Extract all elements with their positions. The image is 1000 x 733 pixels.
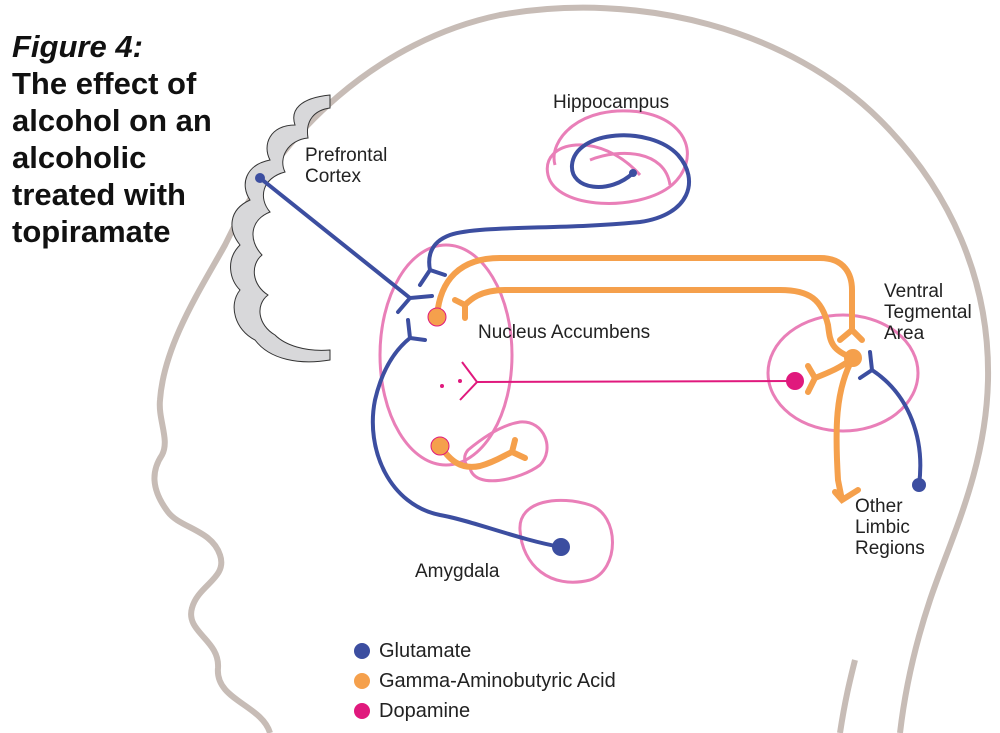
label-line: Ventral: [884, 281, 944, 302]
legend-label: Gamma-Aminobutyric Acid: [379, 669, 616, 692]
glutamate-swatch-icon: [354, 643, 370, 659]
title-line: treated with: [12, 177, 186, 212]
label-line: Tegmental: [884, 302, 972, 323]
label-amygdala: Amygdala: [415, 561, 500, 582]
label-other-limbic-regions: Other Limbic Regions: [855, 496, 925, 559]
legend-item-dopamine: Dopamine: [354, 696, 616, 726]
glutamate-dot: [629, 169, 637, 177]
nucleus-accumbens-region: [378, 243, 514, 467]
head-back-line: [837, 659, 858, 733]
title-line: topiramate: [12, 214, 171, 249]
gaba-cell: [430, 436, 450, 456]
label-hippocampus: Hippocampus: [553, 92, 670, 113]
figure-title: Figure 4: The effect of alcohol on an al…: [12, 28, 212, 250]
dopamine-dot: [458, 379, 462, 383]
amygdala-region: [518, 498, 614, 584]
title-line: The effect of: [12, 66, 197, 101]
label-prefrontal-cortex: Prefrontal Cortex: [305, 145, 387, 187]
label-line: Other: [855, 496, 903, 517]
gaba-cell: [427, 307, 447, 327]
label-line: Cortex: [305, 166, 361, 187]
glutamate-amygdala-path: [370, 318, 563, 549]
legend-label: Dopamine: [379, 699, 471, 722]
dopamine-dot: [786, 372, 804, 390]
small-region: [463, 420, 549, 483]
head-outline: [151, 4, 992, 733]
figure-number: Figure 4:: [12, 29, 143, 64]
gaba-vta-to-na-path: [452, 287, 856, 361]
glutamate-dot: [552, 538, 570, 556]
dopamine-path: [459, 361, 796, 401]
gaba-cell: [844, 349, 862, 367]
label-line: Prefrontal: [305, 145, 388, 166]
glutamate-vta-path: [858, 350, 923, 487]
glutamate-dot: [912, 478, 926, 492]
legend-item-gaba: Gamma-Aminobutyric Acid: [354, 666, 616, 696]
glutamate-dot: [255, 173, 265, 183]
label-vta: Ventral Tegmental Area: [884, 281, 972, 344]
label-line: Area: [884, 323, 925, 344]
glutamate-hippocampus-path: [418, 133, 691, 287]
label-line: Limbic: [855, 517, 910, 538]
dopamine-swatch-icon: [354, 703, 370, 719]
gaba-na-to-vta-path: [434, 255, 865, 343]
hippocampus-region: [545, 109, 689, 205]
gaba-small-path: [437, 437, 528, 470]
prefrontal-cortex-shape: [230, 94, 331, 363]
vta-region: [766, 313, 920, 433]
glutamate-pfc-path: [258, 176, 434, 314]
legend-label: Glutamate: [379, 639, 472, 662]
legend: Glutamate Gamma-Aminobutyric Acid Dopami…: [354, 636, 616, 726]
dopamine-dot: [440, 384, 444, 388]
title-line: alcoholic: [12, 140, 147, 175]
legend-item-glutamate: Glutamate: [354, 636, 616, 666]
label-nucleus-accumbens: Nucleus Accumbens: [478, 322, 651, 343]
label-line: Regions: [855, 538, 925, 559]
title-line: alcohol on an: [12, 103, 212, 138]
gaba-swatch-icon: [354, 673, 370, 689]
gaba-vta-limbic-path: [832, 355, 861, 504]
